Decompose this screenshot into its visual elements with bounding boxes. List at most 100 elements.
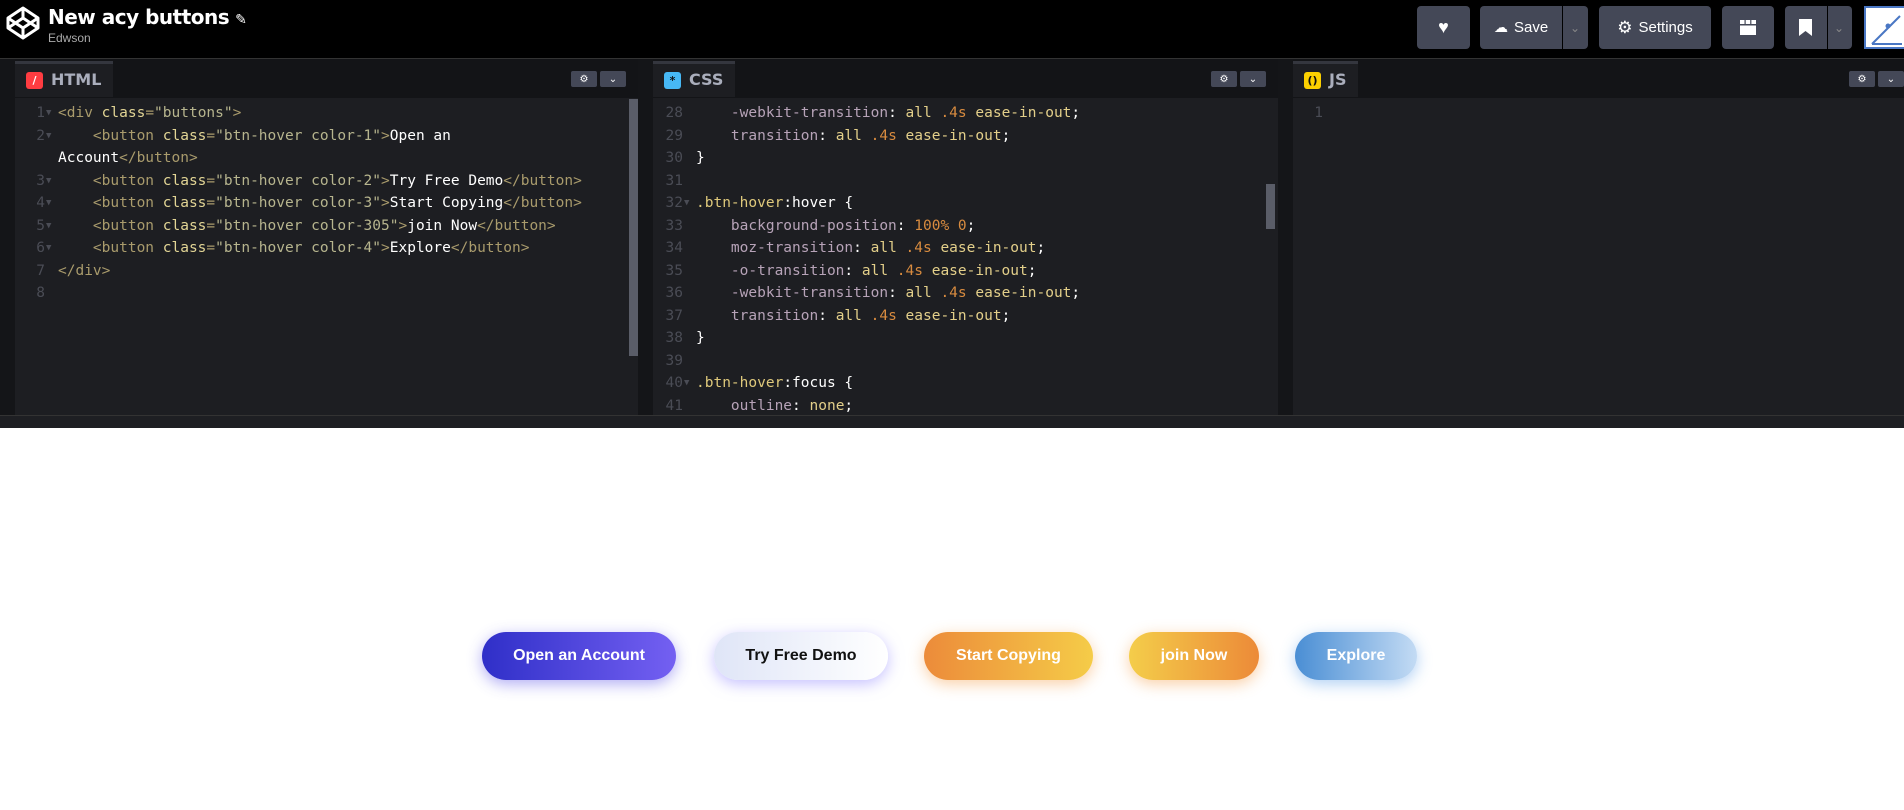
- code-line[interactable]: 35 -o-transition: all .4s ease-in-out;: [653, 260, 1278, 283]
- preview-button-4[interactable]: join Now: [1129, 632, 1259, 680]
- gear-icon: ⚙: [1857, 73, 1867, 85]
- change-view-button[interactable]: [1722, 6, 1774, 49]
- preview-pane: Open an Account Try Free Demo Start Copyin…: [0, 428, 1904, 810]
- css-code[interactable]: 28 -webkit-transition: all .4s ease-in-o…: [653, 102, 1278, 416]
- heart-button[interactable]: ♥: [1417, 6, 1470, 49]
- code-line[interactable]: 7</div>: [15, 260, 638, 283]
- preview-button-3[interactable]: Start Copying: [924, 632, 1093, 680]
- css-settings-button[interactable]: ⚙: [1211, 71, 1237, 87]
- line-number: 7: [36, 262, 45, 279]
- code-line[interactable]: 32▼.btn-hover:hover {: [653, 192, 1278, 215]
- html-code[interactable]: 1▼<div class="buttons">2▼ <button class=…: [15, 102, 638, 305]
- codepen-logo[interactable]: [5, 5, 41, 41]
- code-line[interactable]: 37 transition: all .4s ease-in-out;: [653, 305, 1278, 328]
- js-code[interactable]: 1: [1293, 102, 1904, 125]
- code-token: ease-in-out: [975, 285, 1072, 301]
- code-line[interactable]: 1: [1293, 102, 1904, 125]
- fold-arrow-icon[interactable]: ▼: [684, 198, 690, 208]
- line-number: 6: [36, 240, 45, 256]
- gear-icon: ⚙: [579, 73, 589, 85]
- settings-button[interactable]: ⚙Settings: [1599, 6, 1711, 49]
- html-scrollbar[interactable]: [629, 99, 638, 356]
- line-number: 37: [665, 307, 683, 324]
- bookmark-icon: [1799, 19, 1812, 36]
- html-editor-panel[interactable]: /HTML ⚙ ⌄ 1▼<div class="buttons">2▼ <butt…: [0, 59, 638, 416]
- code-token: .4s: [940, 285, 976, 301]
- js-collapse-button[interactable]: ⌄: [1878, 71, 1904, 87]
- code-line[interactable]: 1▼<div class="buttons">: [15, 102, 638, 125]
- code-line[interactable]: 2▼ <button class="btn-hover color-1">Ope…: [15, 125, 638, 148]
- pen-title[interactable]: New acy buttons✎: [48, 5, 247, 29]
- pencil-icon[interactable]: ✎: [235, 12, 247, 28]
- code-token: :: [888, 105, 906, 121]
- preview-button-1[interactable]: Open an Account: [482, 632, 676, 680]
- code-token: .4s: [940, 105, 976, 121]
- line-number: 3: [36, 172, 45, 189]
- code-token: all: [870, 240, 906, 256]
- code-line[interactable]: 36 -webkit-transition: all .4s ease-in-o…: [653, 282, 1278, 305]
- code-line[interactable]: 40▼.btn-hover:focus {: [653, 372, 1278, 395]
- code-token: "btn-hover color-305": [215, 217, 399, 234]
- code-token: .4s: [896, 262, 932, 279]
- code-token: all: [835, 307, 871, 324]
- fold-arrow-icon[interactable]: ▼: [46, 220, 52, 231]
- line-number: 1: [36, 105, 45, 121]
- css-editor-panel[interactable]: *CSS ⚙⌄ 28 -webkit-transition: all .4s e…: [638, 59, 1278, 416]
- code-line[interactable]: 5▼ <button class="btn-hover color-305">j…: [15, 215, 638, 238]
- code-token: background-position: [696, 217, 897, 234]
- line-number: 41: [665, 397, 683, 414]
- code-line[interactable]: 28 -webkit-transition: all .4s ease-in-o…: [653, 102, 1278, 125]
- fold-arrow-icon[interactable]: ▼: [46, 130, 52, 141]
- css-scrollbar[interactable]: [1266, 184, 1275, 229]
- js-editor-panel[interactable]: ()JS ⚙ ⌄ 1: [1278, 59, 1904, 416]
- code-token: :: [818, 307, 836, 324]
- fold-arrow-icon[interactable]: ▼: [46, 175, 52, 186]
- save-dropdown-chevron-icon[interactable]: ⌄: [1570, 20, 1581, 35]
- code-token: </button>: [119, 150, 198, 166]
- code-line[interactable]: Account</button>: [15, 147, 638, 170]
- fold-arrow-icon[interactable]: ▼: [46, 198, 52, 208]
- preview-button-2[interactable]: Try Free Demo: [714, 632, 888, 680]
- user-avatar[interactable]: [1864, 6, 1904, 49]
- save-button[interactable]: ☁Save ⌄: [1480, 6, 1588, 49]
- tab-css[interactable]: *CSS: [653, 61, 736, 97]
- fold-arrow-icon[interactable]: ▼: [46, 243, 52, 253]
- code-line[interactable]: 3▼ <button class="btn-hover color-2">Try…: [15, 170, 638, 193]
- resize-handle[interactable]: [0, 415, 1904, 428]
- code-token: ;: [1071, 105, 1081, 121]
- code-line[interactable]: 30}: [653, 147, 1278, 170]
- top-bar: New acy buttons✎ Edwson ♥ ☁Save ⌄ ⚙Setti…: [0, 0, 1904, 58]
- fold-arrow-icon[interactable]: ▼: [684, 378, 690, 388]
- code-line[interactable]: 38}: [653, 327, 1278, 350]
- html-collapse-button[interactable]: ⌄: [600, 71, 626, 87]
- code-token: ;: [1071, 285, 1081, 301]
- code-token: </button>: [503, 172, 582, 189]
- preview-button-5[interactable]: Explore: [1295, 632, 1417, 680]
- code-line[interactable]: 4▼ <button class="btn-hover color-3">Sta…: [15, 192, 638, 215]
- html-settings-button[interactable]: ⚙: [571, 71, 597, 87]
- code-token: -webkit-transition: [696, 105, 889, 121]
- code-line[interactable]: 33 background-position: 100% 0;: [653, 215, 1278, 238]
- fold-arrow-icon[interactable]: ▼: [46, 108, 52, 118]
- bookmark-dropdown-chevron-icon[interactable]: ⌄: [1834, 20, 1845, 35]
- html-icon: /: [26, 72, 43, 89]
- code-line[interactable]: 39: [653, 350, 1278, 373]
- code-line[interactable]: 29 transition: all .4s ease-in-out;: [653, 125, 1278, 148]
- code-line[interactable]: 34 moz-transition: all .4s ease-in-out;: [653, 237, 1278, 260]
- code-line[interactable]: 8: [15, 282, 638, 305]
- code-token: "btn-hover color-2": [215, 172, 382, 189]
- bookmark-button[interactable]: ⌄: [1785, 6, 1852, 49]
- code-token: ;: [1001, 127, 1011, 144]
- code-token: :: [818, 127, 836, 144]
- code-line[interactable]: 6▼ <button class="btn-hover color-4">Exp…: [15, 237, 638, 260]
- tab-js[interactable]: ()JS: [1293, 61, 1359, 97]
- js-settings-button[interactable]: ⚙: [1849, 71, 1875, 87]
- code-token: :hover {: [783, 195, 854, 211]
- code-line[interactable]: 41 outline: none;: [653, 395, 1278, 417]
- tab-html[interactable]: /HTML: [15, 61, 114, 97]
- author-name[interactable]: Edwson: [48, 31, 91, 45]
- code-token: all: [905, 285, 941, 301]
- line-number: 5: [36, 217, 45, 234]
- code-line[interactable]: 31: [653, 170, 1278, 193]
- css-collapse-button[interactable]: ⌄: [1240, 71, 1266, 87]
